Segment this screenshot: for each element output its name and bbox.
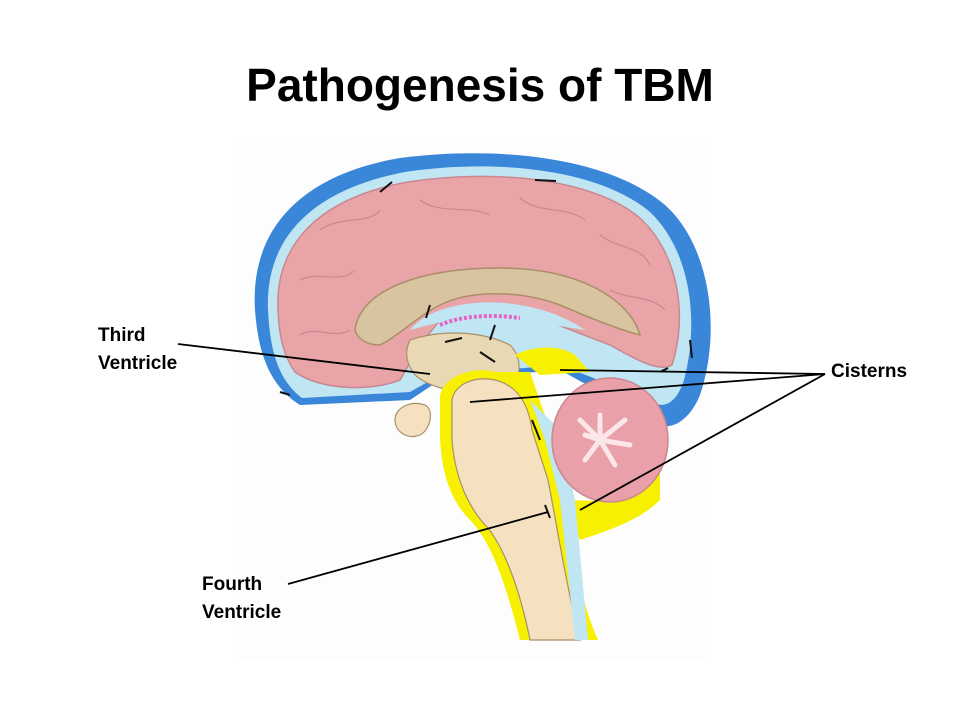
label-fourth-ventricle: Fourth Ventricle [202,571,281,627]
label-pointer-lines [177,343,826,585]
lateral-ventricle [410,302,585,330]
label-cisterns: Cisterns [831,358,907,386]
cerebellar-cistern [560,455,660,540]
corpus-callosum [354,267,642,346]
label-third-ventricle-line1: Third [98,325,146,346]
choroid-plexus [439,314,521,327]
label-third-ventricle-line2: Ventricle [98,353,178,374]
fourth-ventricle-pointer [287,511,549,585]
label-third-ventricle: Third Ventricle [98,322,177,378]
label-cisterns-text: Cisterns [831,361,908,382]
brainstem [451,378,581,641]
label-fourth-ventricle-line1: Fourth [202,574,263,595]
slide-title: Pathogenesis of TBM [246,59,714,111]
pituitary [394,402,432,438]
cisterns-pointer-2 [469,373,826,403]
cisterns-pointer-1 [559,369,826,375]
third-ventricle-pointer [177,343,431,375]
label-fourth-ventricle-line2: Ventricle [202,602,282,623]
arbor-vitae [577,412,633,468]
upper-cistern [515,347,590,375]
fourth-ventricle-space [530,400,588,640]
cisterns-pointer-3 [579,373,826,511]
gyri-lines [299,197,666,336]
